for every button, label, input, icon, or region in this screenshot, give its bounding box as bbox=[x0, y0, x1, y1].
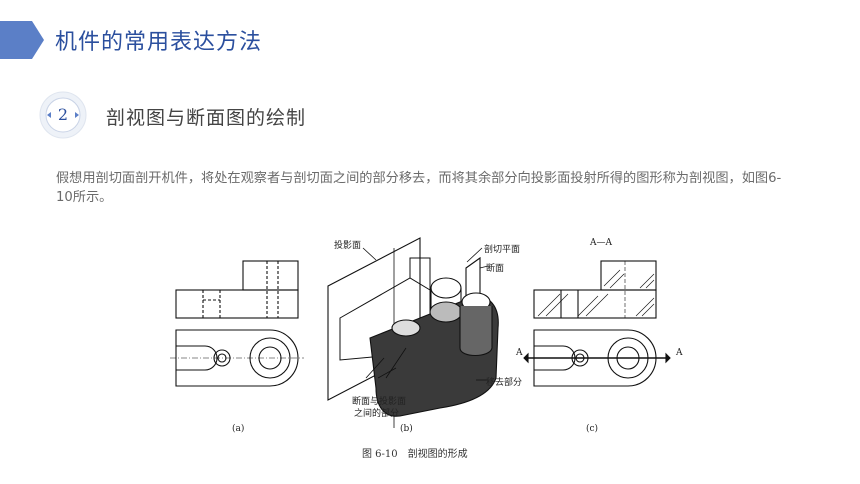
figure-drawing bbox=[170, 237, 671, 428]
section-number: 2 bbox=[57, 105, 69, 124]
view-b-pictorial bbox=[327, 237, 499, 428]
label-between-part-1: 断面与投影面 bbox=[352, 397, 407, 407]
label-between-part-2: 之间的部分 bbox=[354, 409, 400, 419]
label-sub-b: (b) bbox=[400, 424, 413, 434]
view-c-top bbox=[523, 329, 671, 387]
page-title: 机件的常用表达方法 bbox=[55, 30, 263, 55]
section-title: 剖视图与断面图的绘制 bbox=[106, 107, 307, 129]
label-sub-a: (a) bbox=[232, 424, 245, 434]
view-c-section-front bbox=[533, 260, 657, 319]
label-section-face: 断面 bbox=[486, 264, 505, 274]
label-a-right: A bbox=[676, 348, 683, 358]
header-tab-marker bbox=[0, 21, 44, 59]
label-cutting-plane: 剖切平面 bbox=[484, 245, 521, 255]
body-paragraph: 假想用剖切面剖开机件，将处在观察者与剖切面之间的部分移去，而将其余部分向投影面投… bbox=[56, 171, 782, 205]
label-projection-plane: 投影面 bbox=[334, 241, 362, 251]
view-a-top bbox=[170, 329, 304, 387]
label-sub-c: (c) bbox=[586, 424, 599, 434]
figure-caption: 图 6-10 剖视图的形成 bbox=[362, 449, 468, 460]
label-removed-part: 移去部分 bbox=[486, 378, 523, 388]
label-aa: A—A bbox=[590, 238, 612, 248]
section-view-figure: 投影面 剖切平面 断面 移去部分 断面与投影面 之间的部分 A—A A A (a… bbox=[170, 228, 690, 463]
view-a-front bbox=[175, 260, 299, 319]
label-a-left: A bbox=[516, 348, 523, 358]
section-number-badge bbox=[39, 91, 87, 139]
